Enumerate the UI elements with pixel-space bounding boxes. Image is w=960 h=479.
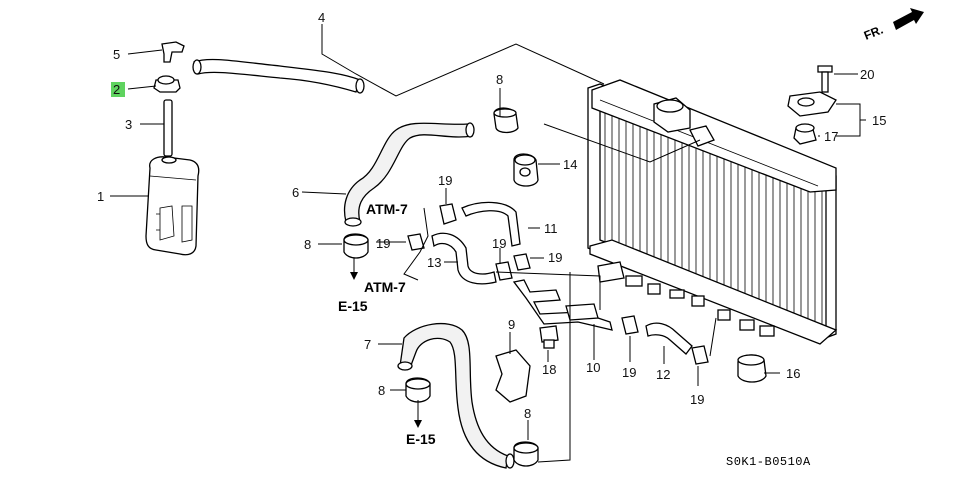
part-label-8-lower-left[interactable]: 8: [378, 383, 385, 398]
reserve-tank: [145, 156, 200, 256]
part-label-17[interactable]: 17: [824, 129, 838, 144]
part-label-19-lower[interactable]: 19: [622, 365, 636, 380]
part-label-12[interactable]: 12: [656, 367, 670, 382]
part-label-8-upper[interactable]: 8: [496, 72, 503, 87]
part-label-19-mid[interactable]: 19: [492, 236, 506, 251]
atf-cooler-pipe: [512, 279, 613, 331]
hose-holder: [495, 349, 531, 403]
lower-radiator-hose: [397, 322, 515, 469]
hose-clamp-left: [343, 233, 369, 259]
overflow-tube: [163, 99, 173, 157]
part-label-14[interactable]: 14: [563, 157, 577, 172]
part-label-18[interactable]: 18: [542, 362, 556, 377]
engine-reference-top[interactable]: E-15: [338, 298, 368, 314]
leader-lines: [110, 24, 866, 463]
radiator: [587, 79, 838, 345]
part-label-16[interactable]: 16: [786, 366, 800, 381]
hose-clamp-upper: [493, 107, 519, 134]
hose-clip-cluster: [407, 203, 709, 365]
siphon-tube: [192, 58, 365, 94]
temperature-sensor: [539, 325, 559, 349]
front-direction-indicator: FR.: [862, 8, 924, 43]
part-label-19-left[interactable]: 19: [376, 236, 390, 251]
diagram-code: S0K1-B0510A: [726, 455, 811, 469]
upper-radiator-hose: [343, 122, 475, 227]
part-label-15[interactable]: 15: [872, 113, 886, 128]
atm-reference-top[interactable]: ATM-7: [366, 201, 408, 217]
hose-clamp-bottom: [513, 441, 539, 467]
atf-cooler-hose-lower: [431, 232, 497, 285]
part-label-9[interactable]: 9: [508, 317, 515, 332]
part-label-4[interactable]: 4: [318, 10, 325, 25]
part-label-5[interactable]: 5: [113, 47, 120, 62]
part-label-3[interactable]: 3: [125, 117, 132, 132]
tube-joint: [161, 41, 185, 63]
part-label-19-top[interactable]: 19: [438, 173, 452, 188]
part-label-8-bottom[interactable]: 8: [524, 406, 531, 421]
part-label-10[interactable]: 10: [586, 360, 600, 375]
grommet: [513, 153, 539, 187]
part-label-19-bottom[interactable]: 19: [690, 392, 704, 407]
part-2-highlight: [111, 82, 125, 97]
part-label-7[interactable]: 7: [364, 337, 371, 352]
atf-cooler-hose-upper: [461, 201, 521, 247]
drain-hose: [645, 322, 693, 355]
part-label-20[interactable]: 20: [860, 67, 874, 82]
atm-reference-bottom[interactable]: ATM-7: [364, 279, 406, 295]
front-arrow-icon: [893, 8, 924, 30]
front-label: FR.: [862, 23, 885, 43]
part-label-13[interactable]: 13: [427, 255, 441, 270]
hose-clamp-lower-left: [405, 377, 431, 403]
part-label-19-right[interactable]: 19: [548, 250, 562, 265]
part-label-11[interactable]: 11: [544, 221, 558, 236]
part-label-2[interactable]: 2: [113, 82, 120, 97]
reserve-tank-cap: [153, 75, 181, 93]
part-label-1[interactable]: 1: [97, 189, 104, 204]
radiator-upper-mount: [787, 65, 837, 145]
part-label-6[interactable]: 6: [292, 185, 299, 200]
engine-reference-bottom[interactable]: E-15: [406, 431, 436, 447]
lower-cushion: [737, 354, 767, 383]
part-label-8-left[interactable]: 8: [304, 237, 311, 252]
